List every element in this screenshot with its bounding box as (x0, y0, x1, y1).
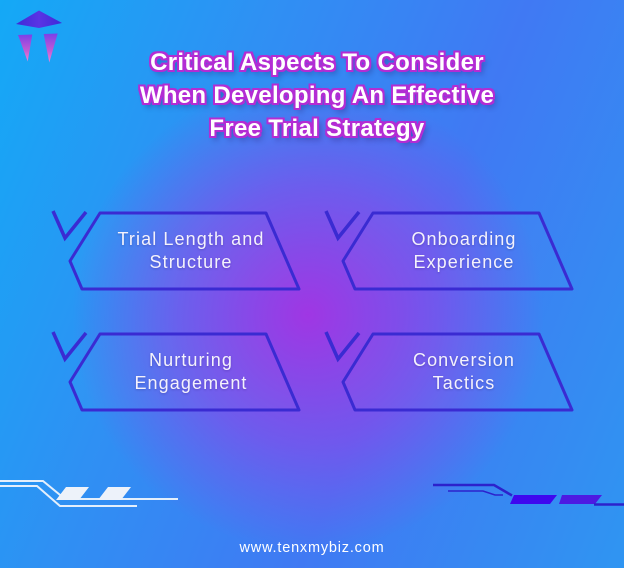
card-outline-icon (324, 210, 574, 291)
card-label-line: Conversion (412, 350, 516, 370)
card-outline-icon (51, 210, 301, 291)
card-onboarding-experience: Onboarding Experience (321, 203, 579, 295)
card-outline-icon (324, 331, 574, 412)
logo-dart-shape (16, 10, 62, 28)
page-title: Critical Aspects To Consider When Develo… (95, 46, 539, 145)
title-line-1: Critical Aspects To Consider (150, 49, 484, 76)
footer-url: www.tenxmybiz.com (239, 540, 385, 556)
card-label-line: Structure (149, 252, 233, 272)
card-nurturing-engagement: Nurturing Engagement (48, 324, 306, 416)
title-line-2: When Developing An Effective (139, 82, 495, 109)
card-label-line: Onboarding (411, 229, 517, 249)
bottom-left-decoration-icon (0, 480, 178, 507)
card-label: Conversion Tactics (351, 334, 577, 410)
card-label-line: Tactics (432, 373, 496, 393)
card-label: Trial Length and Structure (78, 213, 304, 289)
brand-logo-icon (16, 10, 62, 63)
card-label-line: Nurturing (149, 350, 233, 370)
card-label-line: Engagement (134, 373, 248, 393)
logo-right-blade-shape (43, 33, 58, 63)
card-conversion-tactics: Conversion Tactics (321, 324, 579, 416)
card-label: Nurturing Engagement (78, 334, 304, 410)
card-label: Onboarding Experience (351, 213, 577, 289)
title-line-3: Free Trial Strategy (209, 115, 425, 142)
card-trial-length-structure: Trial Length and Structure (48, 203, 306, 295)
logo-left-blade-shape (18, 34, 33, 62)
bottom-right-decoration-icon (433, 483, 624, 506)
card-label-line: Trial Length and (117, 229, 265, 249)
card-label-line: Experience (413, 252, 515, 272)
card-outline-icon (51, 331, 301, 412)
